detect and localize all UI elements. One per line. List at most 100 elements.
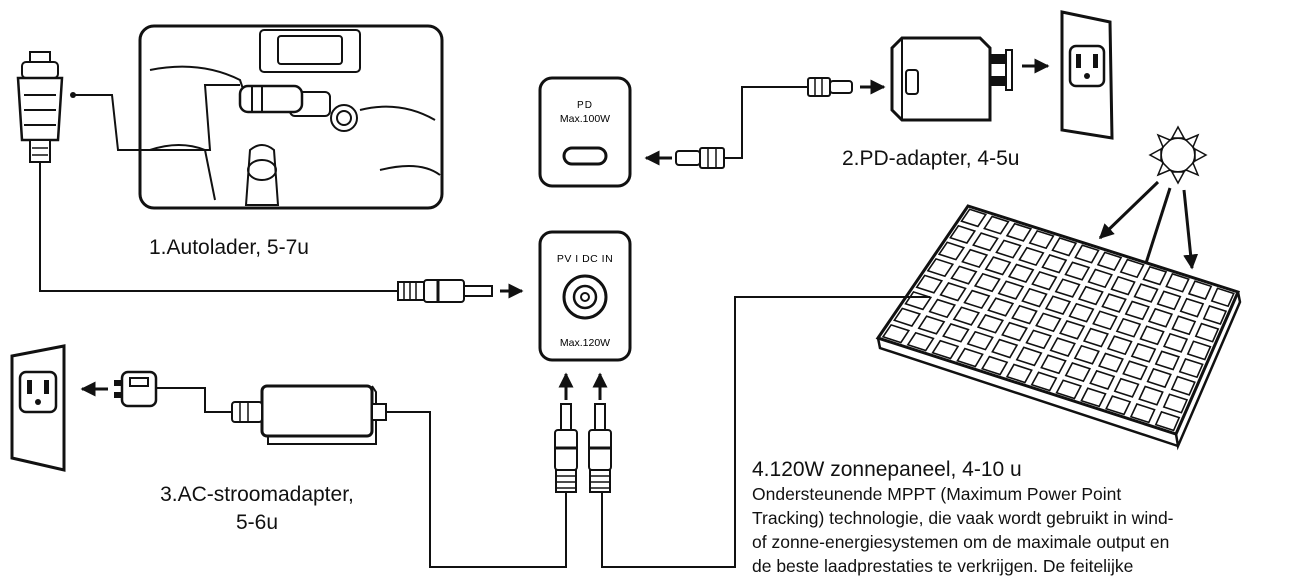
solar-cell bbox=[1154, 410, 1181, 432]
solar-cell bbox=[1001, 321, 1028, 342]
solar-cell bbox=[931, 339, 960, 360]
solar-cell bbox=[1142, 265, 1168, 286]
solar-cell bbox=[1040, 354, 1067, 375]
solar-cell bbox=[1064, 362, 1092, 383]
solar-cell bbox=[1049, 337, 1076, 357]
solar-cell bbox=[997, 280, 1025, 300]
solar-cell bbox=[893, 307, 922, 327]
dcin-port-box: PV I DC IN Max.120W bbox=[538, 230, 632, 362]
solar-cell bbox=[906, 331, 935, 352]
solar-cell bbox=[1030, 371, 1058, 392]
solar-description: Ondersteunende MPPT (Maximum Power Point… bbox=[752, 482, 1174, 578]
solar-cell bbox=[1089, 369, 1116, 390]
solar-cell bbox=[1011, 304, 1038, 325]
ac-adapter-label: 3.AC-stroomadapter, 5-6u bbox=[128, 483, 386, 535]
solar-cell bbox=[1156, 290, 1182, 311]
solar-cell bbox=[1165, 272, 1190, 293]
solar-cell bbox=[1146, 367, 1172, 389]
solar-cell bbox=[917, 315, 946, 335]
solar-desc-line-2: Tracking) technologie, die vaak wordt ge… bbox=[752, 508, 1174, 528]
ac-cable-to-outlet bbox=[156, 387, 232, 413]
solar-cell bbox=[1018, 246, 1045, 267]
solar-desc-line-4: de beste laadprestaties te verkrijgen. D… bbox=[752, 556, 1134, 576]
pd-port-label: PD bbox=[577, 100, 593, 111]
solar-cell bbox=[1139, 325, 1165, 346]
solar-cell bbox=[1186, 340, 1212, 361]
solar-cell bbox=[956, 347, 984, 368]
solar-cell bbox=[1210, 287, 1235, 308]
solar-cell bbox=[1202, 305, 1228, 325]
solar-cell bbox=[1021, 287, 1048, 308]
solar-cell bbox=[1110, 275, 1136, 296]
solar-cell bbox=[976, 314, 1005, 334]
ac-cable-to-dcin bbox=[386, 411, 567, 568]
car-cable-top bbox=[73, 84, 240, 151]
solar-cell bbox=[1054, 278, 1081, 298]
solar-cell bbox=[1154, 350, 1181, 371]
solar-cell bbox=[1074, 244, 1100, 264]
pd-port-max: Max.100W bbox=[560, 113, 610, 125]
solar-cell bbox=[1080, 387, 1107, 408]
solar-cell bbox=[1005, 222, 1033, 242]
solar-cell bbox=[973, 272, 1001, 293]
solar-cell bbox=[1179, 297, 1205, 318]
solar-cell bbox=[1055, 379, 1083, 400]
ac-adapter-label-line2: 5-6u bbox=[235, 511, 279, 534]
solar-cell bbox=[1044, 295, 1072, 315]
solar-cell bbox=[1015, 346, 1043, 367]
solar-cell bbox=[939, 282, 967, 302]
solar-cell bbox=[1129, 403, 1156, 424]
solar-cell bbox=[1096, 251, 1123, 271]
wall-outlet-icon-left bbox=[10, 344, 66, 472]
solar-cell bbox=[1119, 258, 1145, 279]
solar-cell bbox=[942, 323, 970, 343]
pd-cable bbox=[724, 86, 808, 159]
solar-cell bbox=[1064, 261, 1091, 281]
car-charger-plug-icon bbox=[16, 51, 64, 163]
ac-adapter-brick-icon bbox=[231, 384, 387, 445]
solar-cell bbox=[950, 265, 978, 285]
solar-cell bbox=[1059, 320, 1086, 340]
solar-panel-title: 4.120W zonnepaneel, 4-10 u bbox=[752, 458, 1022, 481]
solar-cell bbox=[1133, 283, 1159, 303]
solar-cell bbox=[1077, 285, 1104, 306]
solar-cell bbox=[1147, 307, 1174, 328]
solar-cell bbox=[1105, 395, 1132, 416]
solar-cell bbox=[972, 232, 999, 252]
solar-cell bbox=[1005, 363, 1033, 384]
solar-cell bbox=[1124, 300, 1150, 321]
solar-cell bbox=[1106, 335, 1133, 356]
solar-cell bbox=[1073, 344, 1100, 365]
dc-plug-up-icon-1 bbox=[554, 403, 578, 493]
solar-cell bbox=[1187, 280, 1213, 300]
solar-cell bbox=[1170, 375, 1196, 396]
solar-cell bbox=[1194, 322, 1220, 343]
solar-cell bbox=[981, 355, 1009, 376]
solar-cell bbox=[1082, 327, 1109, 348]
solar-cell bbox=[1092, 310, 1118, 331]
solar-cell bbox=[1171, 315, 1197, 336]
solar-cell bbox=[1087, 268, 1113, 289]
solar-cable bbox=[601, 296, 930, 568]
pd-adapter-label: 2.PD-adapter, 4-5u bbox=[842, 147, 1020, 170]
dcin-port-max: Max.120W bbox=[560, 337, 610, 349]
solar-cell bbox=[1122, 360, 1148, 381]
solar-cell bbox=[1025, 329, 1052, 350]
solar-cell bbox=[966, 330, 994, 351]
solar-cell bbox=[1130, 342, 1157, 363]
solar-cell bbox=[987, 297, 1015, 317]
solar-cell bbox=[960, 208, 988, 228]
solar-panel-icon bbox=[875, 204, 1242, 451]
solar-cell bbox=[1115, 317, 1142, 338]
solar-cell bbox=[1068, 302, 1095, 323]
solar-cell bbox=[1028, 229, 1055, 250]
usb-c-port-icon bbox=[562, 146, 608, 166]
solar-desc-line-3: of zonne-energiesystemen om de maximale … bbox=[752, 532, 1170, 552]
usb-c-plug-icon bbox=[675, 147, 725, 169]
solar-cell bbox=[1101, 293, 1127, 313]
solar-cell bbox=[949, 224, 977, 244]
pd-port-box: PD Max.100W bbox=[538, 76, 632, 188]
ac-adapter-label-line1: 3.AC-stroomadapter, bbox=[160, 483, 354, 506]
car-cable-main bbox=[39, 162, 398, 292]
